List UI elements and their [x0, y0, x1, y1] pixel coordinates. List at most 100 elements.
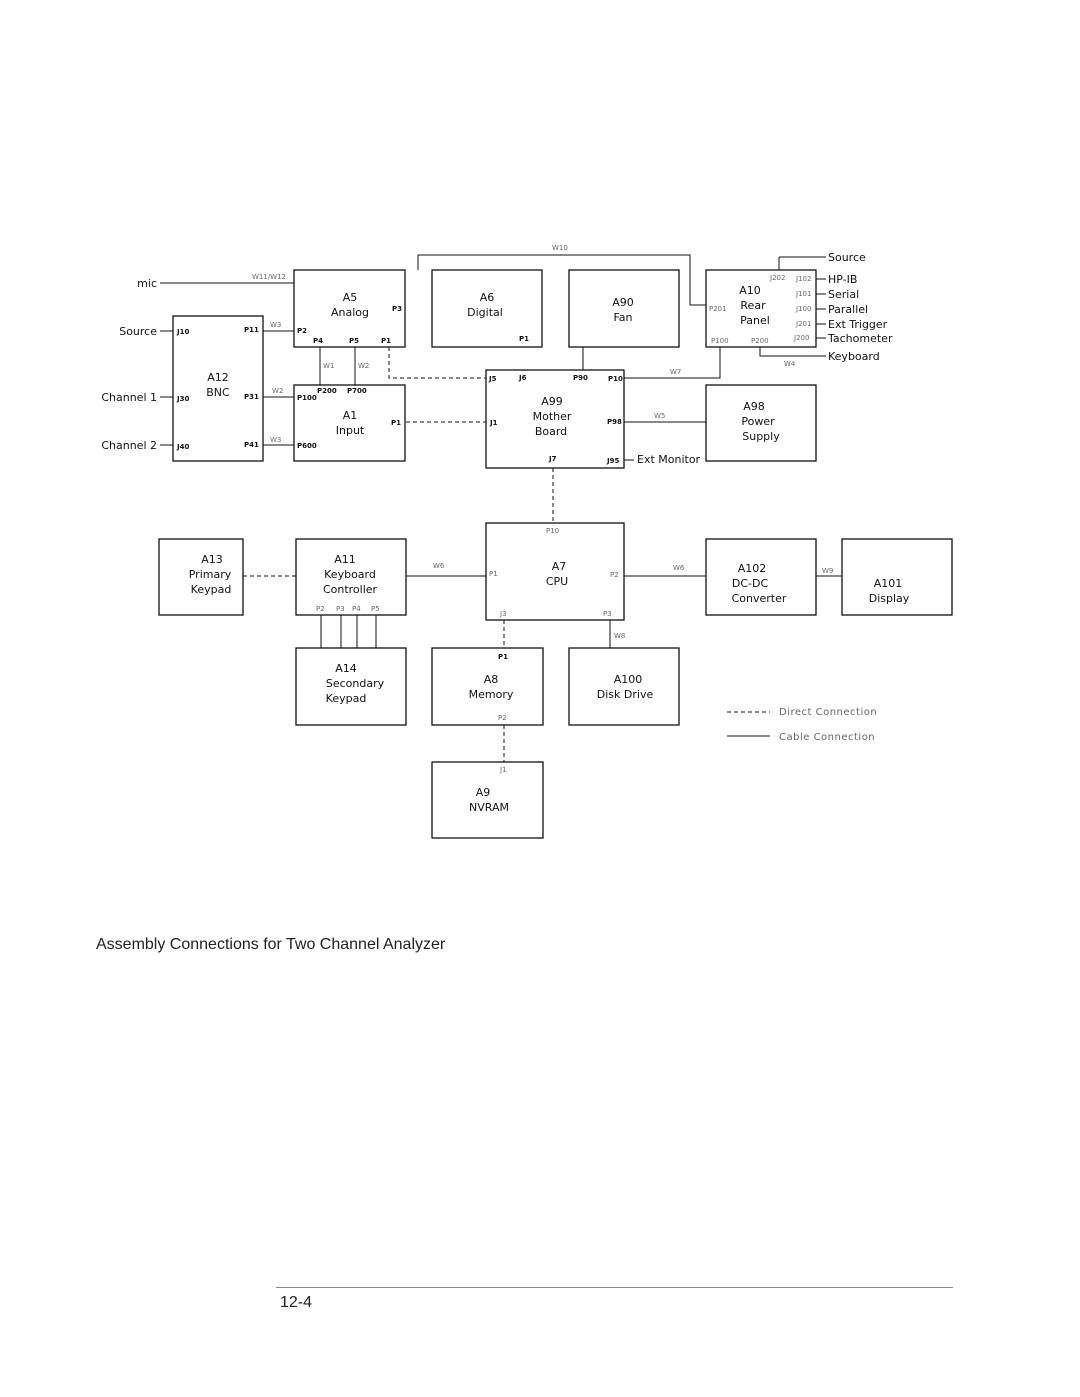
wire-label: W5	[654, 412, 665, 420]
pin-label: J1	[499, 766, 507, 774]
box-label: Memory	[469, 688, 514, 701]
a98-power-supply-box: A98 Power Supply	[705, 384, 817, 462]
pin-label: J100	[795, 305, 811, 313]
a99-mother-board-box: A99 Mother Board J5 J6 P90 P10 J1 P98 J7…	[485, 369, 625, 469]
wire-label: W6	[673, 564, 685, 572]
wire-label: W7	[670, 368, 681, 376]
pin-label: J5	[488, 375, 497, 383]
box-label: Power	[741, 415, 775, 428]
pin-label: J40	[176, 443, 189, 451]
footer-divider	[276, 1287, 953, 1288]
cable-connections	[160, 254, 842, 648]
pin-label: P201	[709, 305, 727, 313]
box-label: Display	[869, 592, 910, 605]
source-input-label: Source	[119, 325, 157, 338]
box-label: Input	[336, 424, 365, 437]
parallel-label: Parallel	[828, 303, 868, 316]
keyboard-label: Keyboard	[828, 350, 880, 363]
pin-label: P2	[316, 605, 325, 613]
pin-label: P1	[381, 337, 391, 345]
ext-trigger-label: Ext Trigger	[828, 318, 888, 331]
pin-label: J102	[795, 275, 811, 283]
pin-label: J6	[518, 374, 527, 382]
box-label: Converter	[732, 592, 787, 605]
box-title: A6	[480, 291, 495, 304]
box-title: A14	[335, 662, 357, 675]
box-label: Controller	[323, 583, 378, 596]
wire-label: W1	[323, 362, 334, 370]
box-label: Fan	[613, 311, 632, 324]
box-label: Digital	[467, 306, 503, 319]
box-title: A5	[343, 291, 358, 304]
pin-label: P100	[297, 394, 317, 402]
wire-label: W2	[272, 387, 283, 395]
legend: Direct Connection Cable Connection	[727, 707, 877, 743]
box-label: Supply	[742, 430, 780, 443]
pin-label: J30	[176, 395, 189, 403]
pin-label: P200	[317, 387, 337, 395]
pin-label: P3	[336, 605, 345, 613]
a11-keyboard-controller-box: A11 Keyboard Controller P2 P3 P4 P5	[295, 538, 407, 616]
page-number: 12-4	[280, 1294, 313, 1311]
box-title: A13	[201, 553, 223, 566]
box-label: Rear	[740, 299, 766, 312]
box-title: A102	[738, 562, 767, 575]
wire-label: W2	[358, 362, 369, 370]
a6-digital-box: A6 Digital P1	[431, 269, 543, 348]
box-label: Disk Drive	[597, 688, 654, 701]
pin-label: P1	[498, 653, 508, 661]
box-title: A8	[484, 673, 499, 686]
pin-label: P5	[349, 337, 359, 345]
w7-cable	[624, 347, 721, 379]
wire-label: W6	[433, 562, 445, 570]
pin-label: J1	[489, 419, 498, 427]
pin-label: J202	[769, 274, 785, 282]
a11-a14-cables	[320, 615, 377, 648]
direct-connection-label: Direct Connection	[779, 707, 877, 718]
box-title: A7	[552, 560, 567, 573]
a8-memory-box: A8 Memory P1 P2	[431, 647, 544, 726]
box-title: A9	[476, 786, 491, 799]
a10-rear-panel-box: A10 Rear Panel P201 P100 P200 J202 J102 …	[705, 269, 817, 348]
a14-secondary-keypad-box: A14 Secondary Keypad	[295, 647, 407, 726]
tachometer-label: Tachometer	[827, 332, 893, 345]
pin-label: J101	[795, 290, 811, 298]
pin-label: P3	[392, 305, 402, 313]
a1-input-box: A1 Input P200 P700 P100 P1 P600	[293, 384, 406, 462]
pin-label: P4	[352, 605, 361, 613]
pin-label: P2	[610, 571, 619, 579]
channel1-label: Channel 1	[101, 391, 157, 404]
pin-label: P600	[297, 442, 317, 450]
box-label: Mother	[533, 410, 572, 423]
cable-connection-label: Cable Connection	[779, 732, 875, 743]
box-title: A10	[739, 284, 761, 297]
wire-label: W11/W12	[252, 273, 286, 281]
pin-label: J201	[795, 320, 811, 328]
pin-label: P2	[498, 714, 507, 722]
box-label: Primary	[189, 568, 232, 581]
serial-label: Serial	[828, 288, 859, 301]
pin-label: P1	[391, 419, 401, 427]
box-label: CPU	[546, 575, 568, 588]
wire-label: W4	[784, 360, 796, 368]
box-title: A100	[614, 673, 643, 686]
pin-label: J10	[176, 328, 189, 336]
a5-a99-direct	[388, 347, 486, 379]
w10-cable	[417, 254, 706, 306]
channel2-label: Channel 2	[101, 439, 157, 452]
box-title: A99	[541, 395, 563, 408]
pin-label: J3	[499, 610, 507, 618]
pin-label: P90	[573, 374, 588, 382]
w4-cable	[759, 347, 826, 357]
box-label: Keypad	[191, 583, 232, 596]
box-title: A12	[207, 371, 229, 384]
pin-label: J200	[793, 334, 809, 342]
pin-label: J7	[548, 455, 557, 463]
wire-label: W9	[822, 567, 833, 575]
box-label: DC-DC	[732, 577, 769, 590]
a12-bnc-box: A12 BNC J10 P11 J30 P31 J40 P41	[172, 315, 264, 462]
box-title: A98	[743, 400, 765, 413]
a102-dc-dc-converter-box: A102 DC-DC Converter	[705, 538, 817, 616]
wire-label: W3	[270, 321, 281, 329]
box-label: Panel	[740, 314, 770, 327]
